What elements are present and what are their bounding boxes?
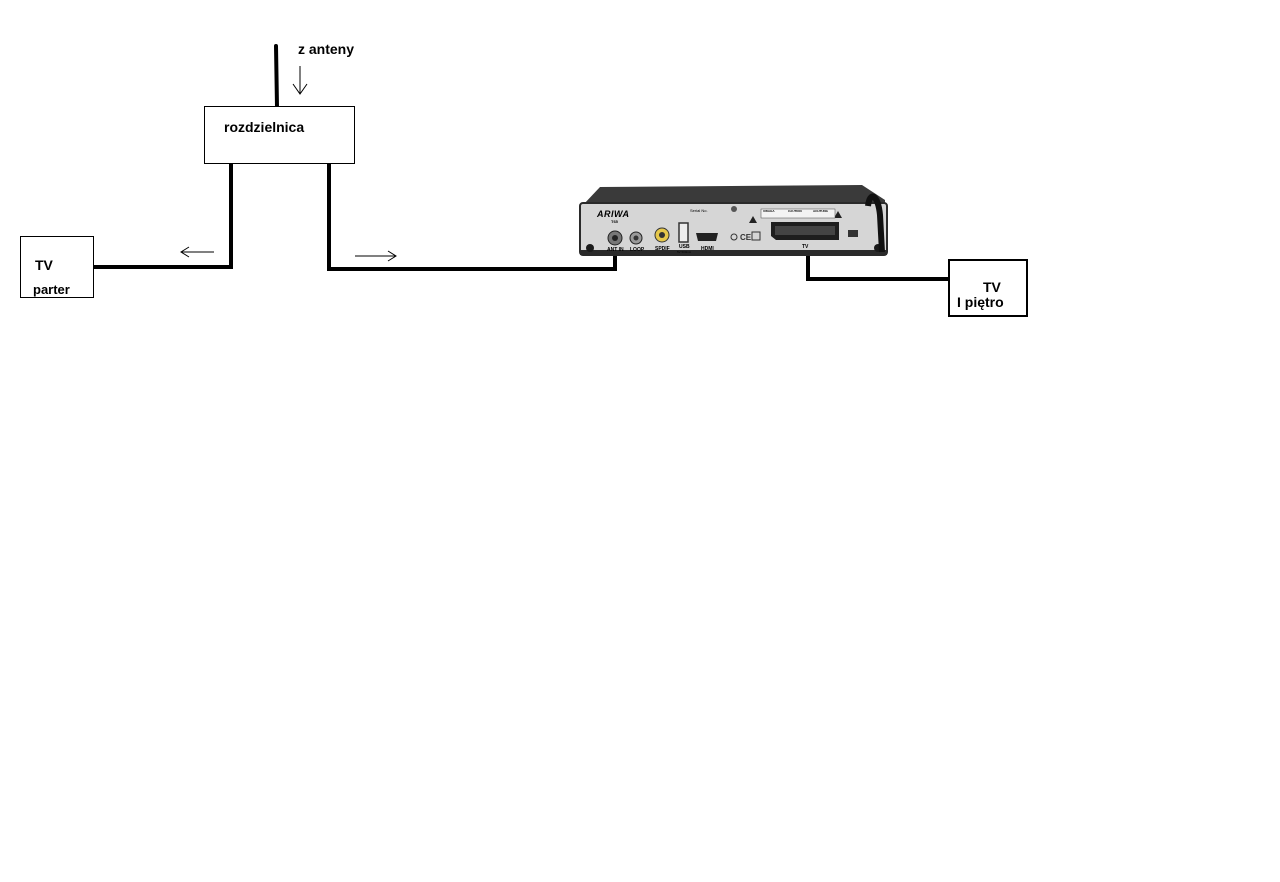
arrow-left-icon bbox=[180, 246, 214, 258]
cable-to-decoder bbox=[327, 163, 617, 271]
warning-label-2: CAUTION bbox=[788, 209, 802, 213]
warning-icon bbox=[749, 211, 842, 223]
splitter-box bbox=[204, 106, 355, 164]
port-label-ant-in: ANT IN bbox=[607, 247, 624, 253]
tv-parter-box bbox=[20, 236, 94, 298]
tv-first-floor-sub: I piętro bbox=[957, 294, 1004, 310]
loop-port bbox=[629, 231, 643, 245]
decoder-box: CE bbox=[579, 185, 888, 256]
arrow-right-icon bbox=[355, 250, 397, 262]
usb-port bbox=[678, 222, 689, 243]
tv-first-floor-box bbox=[948, 259, 1028, 317]
warning-label-3: ACHTUNG bbox=[813, 209, 828, 213]
scart-port bbox=[771, 222, 839, 240]
hdmi-port bbox=[696, 233, 718, 241]
cable-to-tv-first-floor bbox=[806, 256, 949, 281]
port-label-scart: TV bbox=[802, 244, 809, 250]
decoder-brand: ARIWA bbox=[597, 209, 630, 219]
decoder-model: T65 bbox=[611, 219, 618, 224]
splitter-label: rozdzielnica bbox=[224, 119, 305, 135]
arrow-down-icon bbox=[292, 66, 308, 95]
port-label-loop: LOOP bbox=[630, 247, 645, 253]
port-label-hdmi: HDMI bbox=[701, 246, 714, 252]
certification-icons: CE bbox=[730, 231, 761, 242]
decoder-serial-label: Serial No. bbox=[690, 208, 708, 213]
tv-first-floor-title: TV bbox=[983, 279, 1001, 295]
port-label-usb: USB bbox=[679, 244, 690, 250]
port-label-usb-sub: 5V 500mA bbox=[677, 250, 692, 254]
antenna-source-label: z anteny bbox=[298, 41, 355, 57]
tv-parter-sub: parter bbox=[33, 282, 70, 297]
tv-parter-title: TV bbox=[35, 257, 53, 273]
svg-text:CE: CE bbox=[740, 233, 752, 242]
ant-in-port bbox=[607, 230, 623, 246]
spdif-port bbox=[654, 227, 670, 243]
cable-to-tv-parter bbox=[94, 163, 233, 269]
port-label-spdif: SPDIF bbox=[655, 246, 670, 252]
warning-label-1: UWAGA bbox=[763, 209, 775, 213]
antenna-cable bbox=[274, 44, 279, 109]
